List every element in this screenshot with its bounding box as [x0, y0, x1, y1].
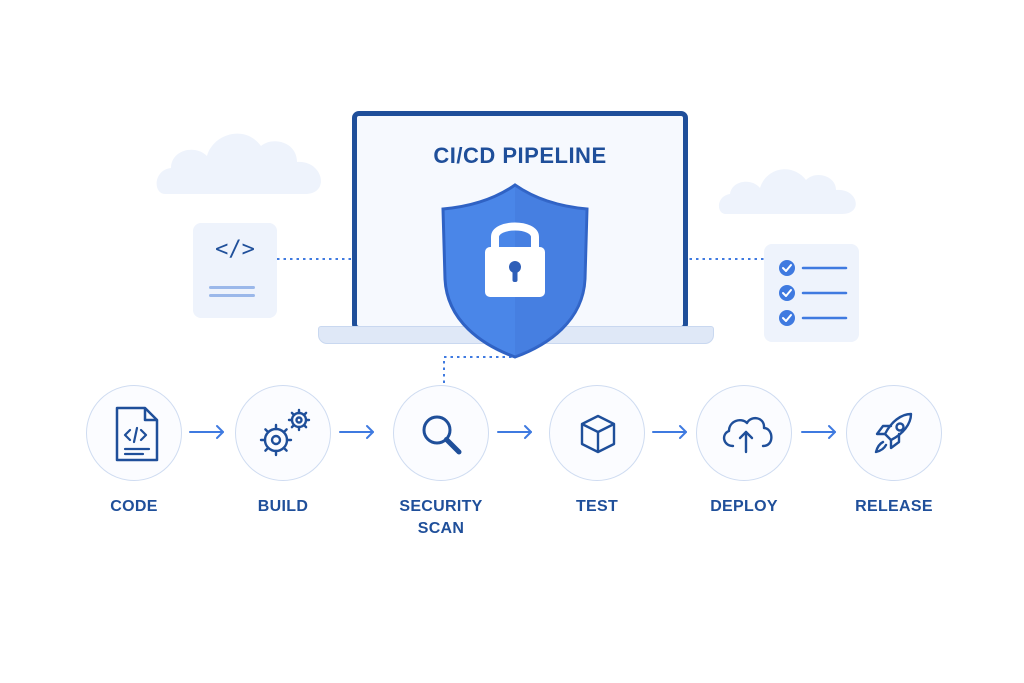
stage-test[interactable] — [549, 385, 645, 481]
stage-label-code: CODE — [110, 498, 158, 515]
cube-icon — [580, 414, 616, 454]
pipeline-title: CI/CD PIPELINE — [433, 143, 607, 168]
code-file-icon — [115, 406, 159, 462]
arrow-right-icon — [652, 425, 687, 439]
stage-build[interactable] — [235, 385, 331, 481]
gears-icon — [259, 408, 311, 457]
stage-security-scan[interactable] — [393, 385, 489, 481]
cloud-upload-icon — [722, 416, 773, 454]
stage-code[interactable] — [86, 385, 182, 481]
cloud-right-icon — [718, 169, 856, 214]
checklist-card — [764, 244, 859, 342]
magnifier-icon — [422, 415, 462, 455]
stage-label-deploy: DEPLOY — [710, 498, 778, 515]
stage-release[interactable] — [846, 385, 942, 481]
stage-label-build: BUILD — [257, 498, 309, 515]
cloud-left-icon — [156, 133, 321, 194]
arrow-right-icon — [189, 425, 224, 439]
stage-deploy[interactable] — [696, 385, 792, 481]
arrow-right-icon — [497, 425, 532, 439]
code-line — [209, 294, 255, 297]
code-card: </> — [193, 223, 277, 318]
stage-label-security-scan: SECURITY SCAN — [399, 498, 483, 537]
shield-lock-icon — [441, 183, 589, 359]
checklist-icon — [779, 260, 848, 326]
stage-label-test: TEST — [575, 498, 619, 515]
arrow-right-icon — [339, 425, 374, 439]
stage-label-release: RELEASE — [855, 498, 933, 515]
arrow-right-icon — [801, 425, 836, 439]
rocket-icon — [874, 412, 913, 454]
code-tag: </> — [215, 237, 255, 262]
code-line — [209, 286, 255, 289]
